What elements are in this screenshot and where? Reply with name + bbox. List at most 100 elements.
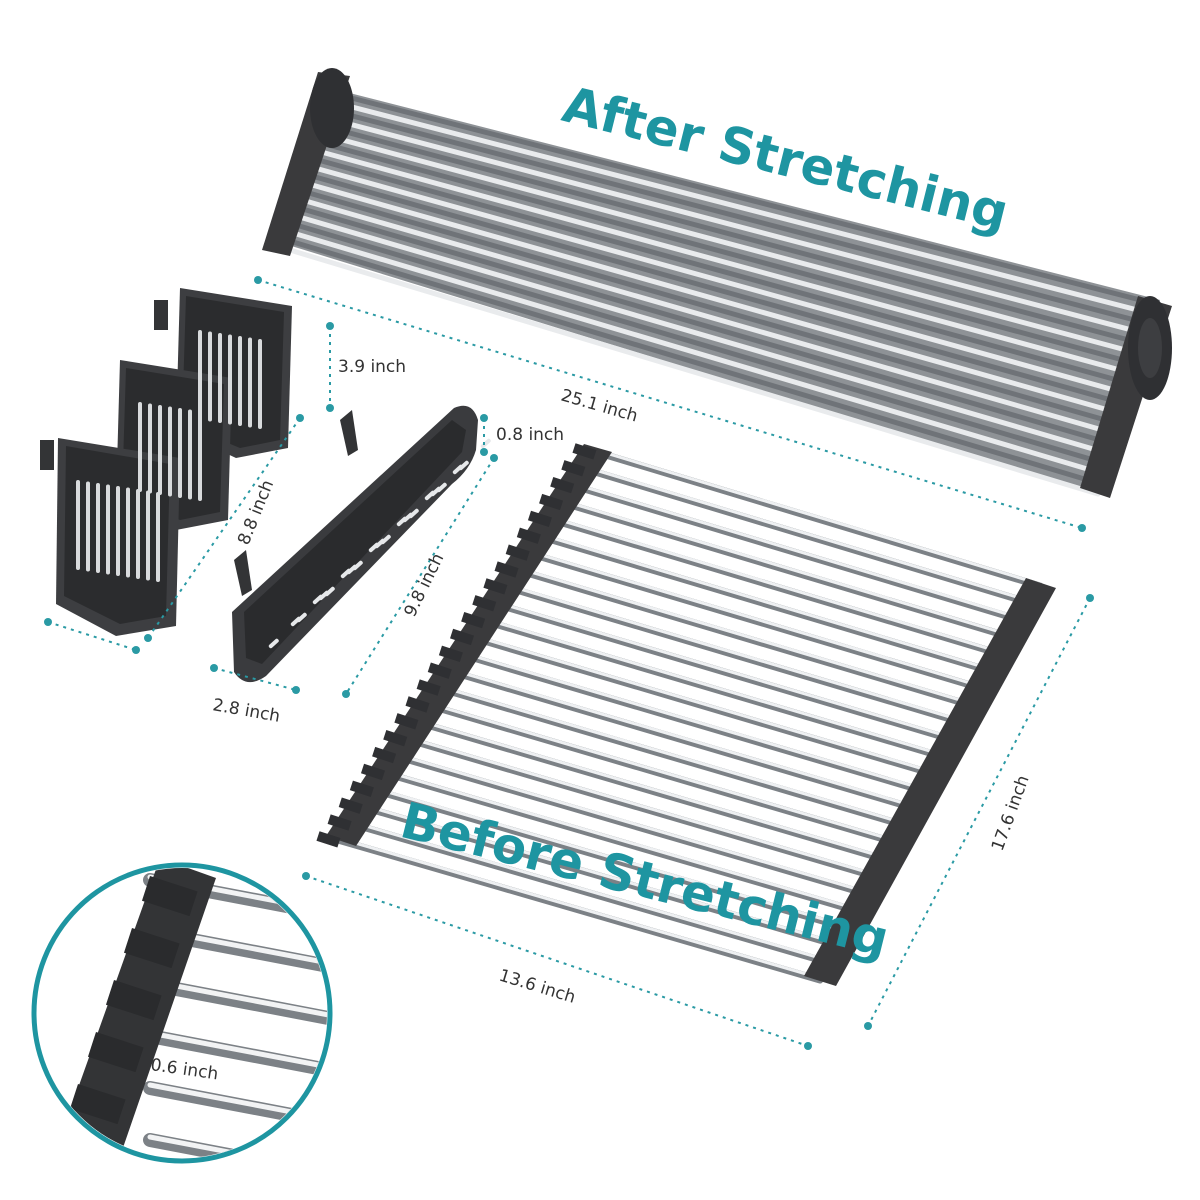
rolled-rod (276, 217, 1110, 467)
tray-width-label: 2.8 inch (211, 695, 282, 727)
flat-rod-shadow (413, 718, 891, 864)
frame-tooth (394, 713, 419, 730)
mat-length-label: 17.6 inch (988, 773, 1034, 854)
flat-rod (482, 617, 946, 757)
flat-rod-shadow (390, 752, 872, 898)
flat-rod (426, 701, 899, 843)
tray-slot (290, 616, 301, 627)
flat-rod-shadow (469, 634, 939, 778)
frame-tooth (427, 662, 452, 679)
frame-tooth (483, 578, 508, 595)
rolled-rod (319, 105, 1153, 327)
flat-mat-right-frame (804, 578, 1056, 986)
frame-tooth (561, 460, 586, 477)
flat-rod-shadow (570, 482, 1025, 624)
rolled-rod (294, 169, 1128, 407)
frame-tooth (316, 831, 341, 848)
tray-slot (340, 568, 351, 579)
rolled-rod (282, 201, 1116, 447)
rolled-rod (322, 97, 1156, 317)
frame-tooth (472, 595, 497, 612)
flat-rod (347, 819, 832, 963)
flat-rod-shadow (446, 667, 920, 813)
flat-rod (493, 600, 956, 740)
flat-rod-shadow (379, 769, 862, 915)
basket-slot (248, 337, 252, 428)
basket-slot (146, 490, 150, 581)
basket-slot (106, 484, 110, 575)
flat-rod-shadow (513, 566, 977, 710)
rolled-rod (298, 161, 1132, 397)
flat-rod-shadow (368, 785, 853, 933)
rolled-rod (325, 89, 1159, 307)
frame-tooth (494, 561, 519, 578)
basket-slot (76, 480, 80, 570)
flat-rod-shadow (547, 515, 1006, 659)
flat-rod (504, 583, 965, 723)
frame-tooth (360, 763, 385, 781)
flat-rod (358, 802, 841, 946)
frame-tooth (383, 730, 408, 747)
frame-tooth (438, 645, 463, 662)
rolled-rod (307, 137, 1141, 367)
rolled-rod (316, 113, 1150, 337)
basket-slot (156, 492, 160, 582)
flat-rod-shadow (536, 532, 996, 676)
basket-slot (96, 483, 100, 573)
basket-slot (168, 406, 172, 497)
basket-slot (158, 405, 162, 495)
rolled-rod (288, 185, 1122, 427)
frame-tooth (327, 814, 352, 831)
flat-rod-shadow (592, 448, 1044, 590)
tray-slot (268, 638, 279, 649)
frame-tooth (572, 443, 597, 460)
flat-rod-shadow (435, 684, 910, 830)
flat-rod-shadow (480, 617, 948, 761)
frame-tooth (539, 493, 564, 511)
basket-slot (126, 487, 130, 578)
zoom-tooth (141, 876, 198, 917)
tray-slot (396, 516, 407, 527)
basket-slot (238, 336, 242, 426)
flat-rod-shadow (502, 583, 967, 727)
tray-slot (480, 438, 491, 449)
rolled-rod (291, 177, 1125, 417)
tray-depth-label: 0.8 inch (496, 425, 564, 445)
flat-rod-shadow (457, 650, 929, 796)
zoom-tooth (51, 1136, 108, 1158)
flat-rod (515, 566, 975, 706)
rolled-mat (262, 68, 1172, 498)
flat-rod-shadow (356, 802, 843, 950)
basket-slot (116, 486, 120, 576)
rolled-rod (304, 145, 1138, 377)
basket-slot (178, 408, 182, 498)
rolled-rod (267, 241, 1101, 497)
flat-rod-shadow (334, 836, 824, 984)
rolled-rod (273, 225, 1107, 477)
zoom-tooth (105, 980, 162, 1021)
flat-rod (538, 532, 994, 672)
flat-rod (370, 785, 851, 929)
flat-rod-shadow (345, 819, 834, 967)
flat-rod-shadow (491, 600, 958, 744)
frame-tooth (527, 510, 552, 528)
frame-tooth (516, 527, 541, 544)
basket-height-dimension: 3.9 inch (326, 322, 406, 412)
basket-slot (258, 339, 262, 429)
flat-rod (527, 549, 985, 689)
rolled-rod (285, 193, 1119, 437)
tray-slot (452, 464, 463, 475)
flat-rod (560, 499, 1013, 637)
mat-width-label: 13.6 inch (497, 966, 578, 1008)
rolled-rod (301, 153, 1135, 387)
flat-rod (392, 752, 870, 894)
basket-slot (86, 481, 90, 572)
basket-slot (218, 333, 222, 423)
frame-tooth (461, 611, 486, 629)
rolled-rod (313, 121, 1147, 347)
zoom-detail: 0.6 inch (31, 862, 333, 1164)
flat-rod-shadow (401, 735, 881, 881)
tray-slot (368, 542, 379, 553)
zoom-rod-shadow (143, 1133, 327, 1158)
basket-slot (198, 411, 202, 501)
